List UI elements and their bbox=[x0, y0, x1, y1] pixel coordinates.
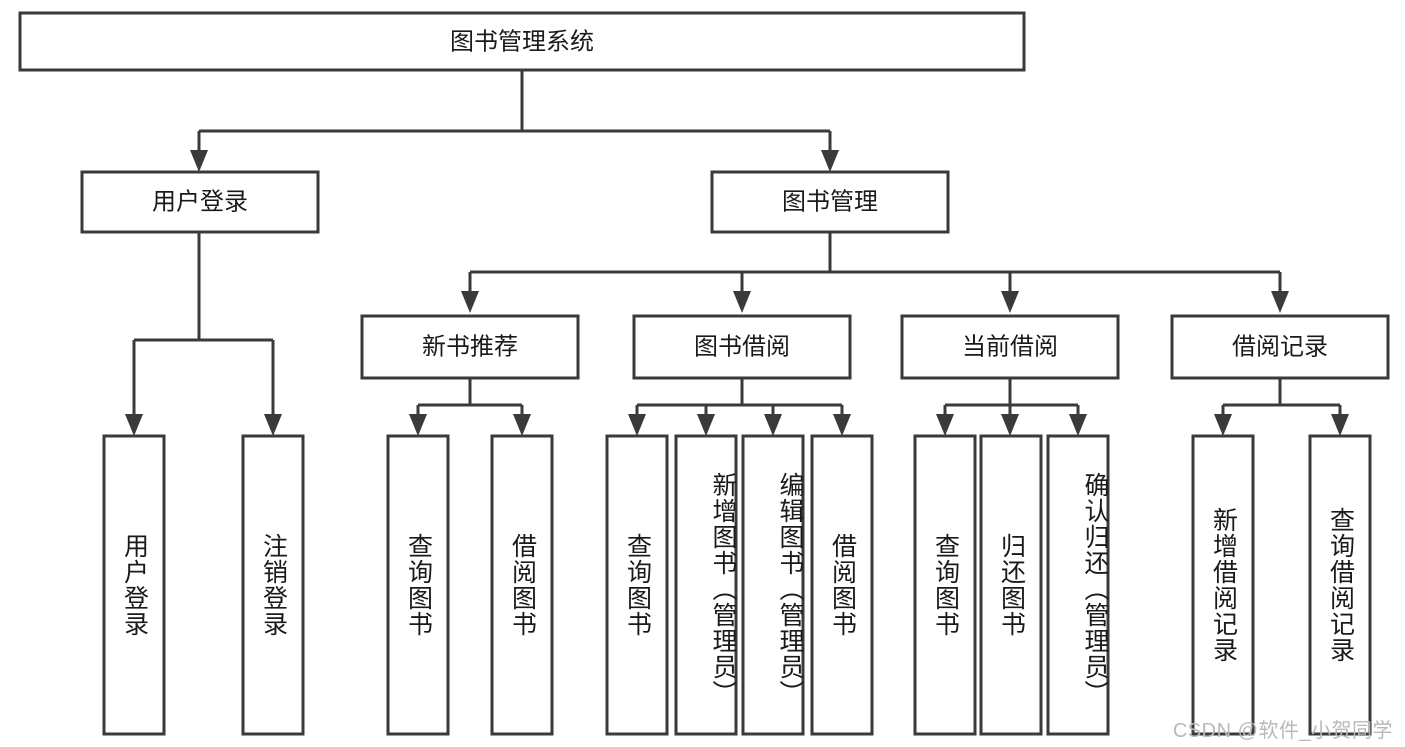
arrow-borrow-leaf-2 bbox=[697, 414, 715, 436]
arrow-rec-leaf-2 bbox=[513, 414, 531, 436]
node-root-label: 图书管理系统 bbox=[450, 28, 594, 55]
leaf-box-borrow-1[interactable] bbox=[605, 434, 669, 736]
leaf-box-borrow-2[interactable] bbox=[674, 434, 738, 736]
node-book-borrow-box[interactable] bbox=[632, 314, 852, 380]
arrow-current-leaf-2 bbox=[1001, 414, 1019, 436]
arrow-user-leaf-1 bbox=[125, 414, 143, 436]
node-root-box[interactable] bbox=[18, 11, 1026, 72]
arrow-to-new-book bbox=[461, 291, 479, 313]
leaf-box-current-3[interactable] bbox=[1046, 434, 1110, 736]
leaf-box-recommend-1[interactable] bbox=[386, 434, 450, 736]
connector-group bbox=[125, 70, 1349, 436]
node-book-borrow[interactable]: 图书借阅 bbox=[632, 314, 852, 380]
arrow-to-book-manage bbox=[821, 150, 839, 172]
leaf-box-user-login-1[interactable] bbox=[102, 434, 166, 736]
arrow-rec-leaf-1 bbox=[409, 414, 427, 436]
leaf-box-user-login-2[interactable] bbox=[241, 434, 305, 736]
arrow-to-borrow-record bbox=[1271, 291, 1289, 313]
arrow-borrow-leaf-3 bbox=[764, 414, 782, 436]
node-current-borrow[interactable]: 当前借阅 bbox=[900, 314, 1120, 380]
node-book-management-label: 图书管理 bbox=[782, 188, 878, 215]
arrow-to-book-borrow bbox=[733, 291, 751, 313]
csdn-watermark: CSDN @软件_小贺同学 bbox=[1172, 720, 1393, 742]
arrow-current-leaf-3 bbox=[1069, 414, 1087, 436]
node-borrow-record-label: 借阅记录 bbox=[1232, 333, 1328, 360]
node-root[interactable]: 图书管理系统 bbox=[18, 11, 1026, 72]
node-book-management[interactable]: 图书管理 bbox=[710, 170, 950, 234]
node-user-login-box[interactable] bbox=[80, 170, 320, 234]
node-new-book-recommend[interactable]: 新书推荐 bbox=[360, 314, 580, 380]
node-borrow-record[interactable]: 借阅记录 bbox=[1170, 314, 1390, 380]
arrow-record-leaf-2 bbox=[1331, 414, 1349, 436]
node-book-management-box[interactable] bbox=[710, 170, 950, 234]
arrow-borrow-leaf-4 bbox=[833, 414, 851, 436]
leaf-box-current-1[interactable] bbox=[913, 434, 977, 736]
node-borrow-record-box[interactable] bbox=[1170, 314, 1390, 380]
node-new-book-recommend-box[interactable] bbox=[360, 314, 580, 380]
arrow-user-leaf-2 bbox=[264, 414, 282, 436]
node-new-book-recommend-label: 新书推荐 bbox=[422, 333, 518, 360]
node-user-login-label: 用户登录 bbox=[152, 188, 248, 215]
leaf-box-borrow-4[interactable] bbox=[810, 434, 874, 736]
arrow-record-leaf-1 bbox=[1214, 414, 1232, 436]
node-book-borrow-label: 图书借阅 bbox=[694, 333, 790, 360]
leaf-box-current-2[interactable] bbox=[979, 434, 1043, 736]
leaf-box-record-2[interactable] bbox=[1308, 434, 1372, 736]
arrow-to-current-borrow bbox=[1001, 291, 1019, 313]
arrow-to-user-login bbox=[190, 150, 208, 172]
leaf-box-borrow-3[interactable] bbox=[741, 434, 805, 736]
leaf-box-record-1[interactable] bbox=[1191, 434, 1255, 736]
leaf-box-recommend-2[interactable] bbox=[490, 434, 554, 736]
arrow-current-leaf-1 bbox=[936, 414, 954, 436]
node-current-borrow-label: 当前借阅 bbox=[962, 333, 1058, 360]
node-current-borrow-box[interactable] bbox=[900, 314, 1120, 380]
node-user-login[interactable]: 用户登录 bbox=[80, 170, 320, 234]
arrow-borrow-leaf-1 bbox=[628, 414, 646, 436]
